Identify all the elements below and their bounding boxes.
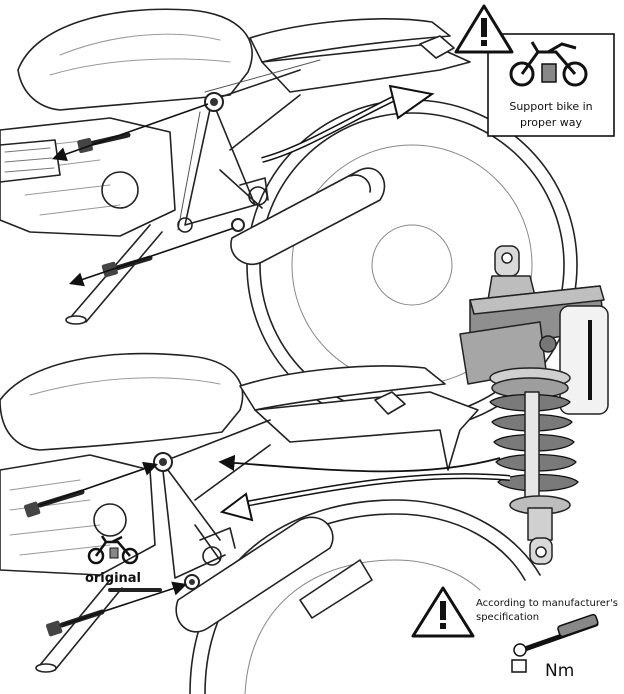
warning-triangle-icon <box>454 4 514 54</box>
bottom-motorcycle-illustration <box>0 352 541 694</box>
torque-specification-note: According to manufacturer's specificatio… <box>411 586 618 681</box>
torque-line-1: According to manufacturer's <box>476 598 618 609</box>
top-muffler <box>230 167 386 265</box>
bottom-muffler <box>175 516 334 633</box>
bottom-seat <box>239 365 446 411</box>
bottom-fuel-tank <box>0 352 244 451</box>
shock-absorber <box>459 245 609 565</box>
torque-unit: Nm <box>545 661 574 681</box>
warning-triangle-icon <box>411 586 475 638</box>
installation-arrow-upper <box>218 454 501 473</box>
warning-line-2: proper way <box>520 116 582 129</box>
torque-wrench-icon <box>511 613 599 673</box>
original-part-marker: original <box>85 535 141 586</box>
bike-on-stand-icon <box>509 41 588 87</box>
warning-line-1: Support bike in <box>509 100 592 113</box>
bottom-upper-mount-bolt <box>24 452 173 518</box>
bike-icon <box>87 535 139 565</box>
top-lower-mount-bolt <box>68 218 245 287</box>
top-upper-mount-bolt <box>51 92 224 162</box>
torque-line-2: specification <box>476 612 539 623</box>
support-bike-warning: Support bike in proper way <box>454 4 615 137</box>
top-motorcycle-illustration <box>0 8 578 431</box>
bottom-lower-mount-bolt <box>46 574 200 637</box>
top-seat <box>249 18 451 63</box>
original-label: original <box>85 571 141 586</box>
installation-arrow-lower <box>219 473 511 522</box>
bottom-engine <box>0 454 156 576</box>
top-fuel-tank <box>17 8 253 111</box>
top-removal-arrow <box>261 84 435 163</box>
